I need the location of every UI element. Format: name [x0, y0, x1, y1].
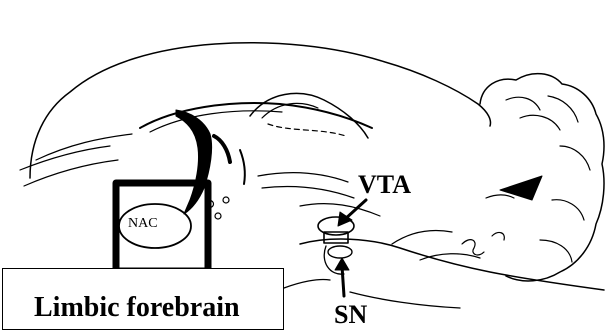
cerebellum-folia: [506, 96, 590, 262]
ventral-contour: [284, 279, 460, 308]
olfactory-fibers: [20, 134, 132, 186]
limbic-forebrain-label: Limbic forebrain: [34, 292, 240, 324]
vta-label: VTA: [358, 170, 411, 200]
sn-label: SN: [334, 300, 367, 330]
hippocampus: [250, 93, 368, 138]
sn-arrow-head: [335, 258, 349, 270]
fourth-ventricle: [500, 176, 542, 200]
fornix-tract: [214, 136, 230, 162]
nac-label: NAC: [128, 216, 158, 232]
